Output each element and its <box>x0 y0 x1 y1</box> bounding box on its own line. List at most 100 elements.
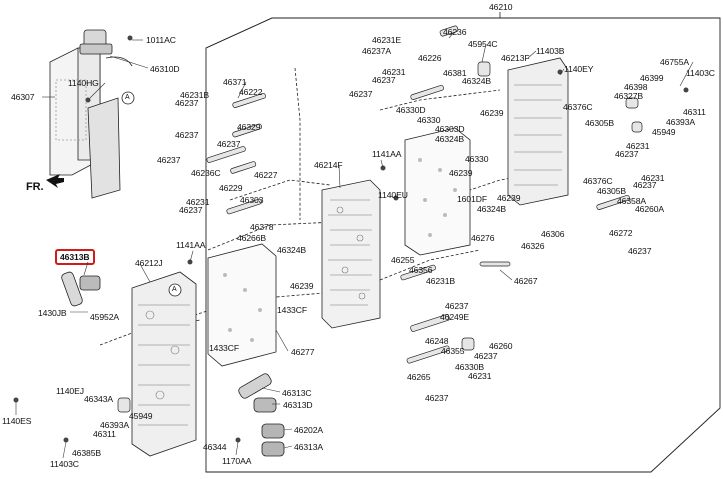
part-label[interactable]: 46237 <box>179 205 203 215</box>
part-label[interactable]: 46231B <box>180 90 210 100</box>
part-label[interactable]: 1011AC <box>146 35 176 45</box>
part-label[interactable]: 46358A <box>617 196 647 206</box>
part-label[interactable]: 46277 <box>291 347 315 357</box>
part-label[interactable]: 1141AA <box>176 240 206 250</box>
part-label[interactable]: 46231B <box>426 276 456 286</box>
part-label[interactable]: 46267 <box>514 276 538 286</box>
part-label[interactable]: 46399 <box>640 73 664 83</box>
part-label[interactable]: 46393A <box>666 117 696 127</box>
part-label[interactable]: 1430JB <box>38 308 67 318</box>
part-label[interactable]: 46313A <box>294 442 324 452</box>
part-label[interactable]: 46237 <box>372 75 396 85</box>
part-label[interactable]: 46237 <box>175 130 199 140</box>
part-label[interactable]: 46229 <box>219 183 243 193</box>
part-label[interactable]: 46313D <box>283 400 313 410</box>
part-label[interactable]: 46381 <box>443 68 467 78</box>
part-label[interactable]: 46303D <box>435 124 465 134</box>
part-label[interactable]: 1140ES <box>2 416 32 426</box>
part-label[interactable]: 1141AA <box>372 149 402 159</box>
part-label[interactable]: 46260 <box>489 341 513 351</box>
part-label[interactable]: 46330 <box>417 115 441 125</box>
part-label[interactable]: 46239 <box>449 168 473 178</box>
part-label[interactable]: 46231 <box>468 371 492 381</box>
part-label[interactable]: 46376C <box>583 176 613 186</box>
part-label[interactable]: 46237 <box>633 180 657 190</box>
part-label[interactable]: 46212J <box>135 258 163 268</box>
part-label[interactable]: 46237A <box>362 46 392 56</box>
part-label[interactable]: 46326 <box>521 241 545 251</box>
part-label[interactable]: 46231E <box>372 35 402 45</box>
part-label[interactable]: 46305B <box>597 186 627 196</box>
part-label[interactable]: 46324B <box>277 245 307 255</box>
part-label[interactable]: 46378 <box>250 222 274 232</box>
part-label[interactable]: 46303 <box>240 195 264 205</box>
part-label[interactable]: 46227 <box>254 170 278 180</box>
part-label[interactable]: 46276 <box>471 233 495 243</box>
part-label[interactable]: 46202A <box>294 425 324 435</box>
part-label[interactable]: 46385B <box>72 448 102 458</box>
part-label[interactable]: 46265 <box>407 372 431 382</box>
part-label[interactable]: 11403B <box>536 46 565 56</box>
part-label[interactable]: 1433CF <box>209 343 239 353</box>
part-label[interactable]: 46324B <box>477 204 507 214</box>
part-label[interactable]: 46371 <box>223 77 247 87</box>
part-label[interactable]: 1140EU <box>378 190 408 200</box>
part-label[interactable]: 45954C <box>468 39 498 49</box>
part-label[interactable]: 46324B <box>435 134 465 144</box>
part-label[interactable]: 46313C <box>282 388 312 398</box>
part-label[interactable]: 46266B <box>237 233 267 243</box>
part-label[interactable]: 1170AA <box>222 456 252 466</box>
part-label[interactable]: 46231 <box>186 197 210 207</box>
part-label[interactable]: 46213F <box>501 53 530 63</box>
part-label[interactable]: 46222 <box>239 87 263 97</box>
part-label[interactable]: 46260A <box>635 204 665 214</box>
part-label[interactable]: 46330 <box>465 154 489 164</box>
part-label[interactable]: 46237 <box>425 393 449 403</box>
part-label[interactable]: 46330D <box>396 105 426 115</box>
part-label[interactable]: 46343A <box>84 394 114 404</box>
part-label[interactable]: 46237 <box>349 89 373 99</box>
part-label[interactable]: 46226 <box>418 53 442 63</box>
part-label[interactable]: 46272 <box>609 228 633 238</box>
part-label[interactable]: 1140EJ <box>56 386 84 396</box>
part-label[interactable]: 46249E <box>440 312 470 322</box>
part-label[interactable]: 46231 <box>382 67 406 77</box>
part-label[interactable]: 46376C <box>563 102 593 112</box>
part-label[interactable]: 46310D <box>150 64 180 74</box>
part-label[interactable]: 46239 <box>480 108 504 118</box>
part-label[interactable]: 46237 <box>615 149 639 159</box>
part-label[interactable]: 46306 <box>541 229 565 239</box>
part-label[interactable]: 1433CF <box>277 305 307 315</box>
part-label[interactable]: 46231 <box>626 141 650 151</box>
part-label[interactable]: 46355 <box>441 346 465 356</box>
part-label[interactable]: 46393A <box>100 420 130 430</box>
part-label[interactable]: 46311 <box>93 429 116 439</box>
part-label[interactable]: 46236 <box>443 27 467 37</box>
part-label[interactable]: 1140EY <box>564 64 594 74</box>
part-label[interactable]: 45949 <box>652 127 676 137</box>
part-label[interactable]: 46329 <box>237 122 261 132</box>
part-label[interactable]: 46237 <box>217 139 241 149</box>
part-label[interactable]: 46356 <box>409 265 433 275</box>
part-label[interactable]: 46237 <box>175 98 199 108</box>
highlighted-part-label[interactable]: 46313B <box>55 249 95 265</box>
part-label[interactable]: 46237 <box>628 246 652 256</box>
part-label[interactable]: 46255 <box>391 255 415 265</box>
part-label[interactable]: 46237 <box>157 155 181 165</box>
part-label[interactable]: 11403C <box>686 68 715 78</box>
part-label[interactable]: 46214F <box>314 160 343 170</box>
part-label[interactable]: 45949 <box>129 411 153 421</box>
part-label[interactable]: 46330B <box>455 362 485 372</box>
part-label[interactable]: 46237 <box>445 301 469 311</box>
part-label[interactable]: 46248 <box>425 336 449 346</box>
part-label[interactable]: 46311 <box>683 107 706 117</box>
part-label[interactable]: 46239 <box>497 193 521 203</box>
part-label[interactable]: 1601DF <box>457 194 487 204</box>
part-label[interactable]: 46324B <box>462 76 492 86</box>
part-label[interactable]: 46307 <box>11 92 35 102</box>
part-label[interactable]: 1140HG <box>68 78 99 88</box>
part-label[interactable]: 46231 <box>641 173 665 183</box>
part-label[interactable]: 46327B <box>614 91 644 101</box>
part-label[interactable]: 46398 <box>624 82 648 92</box>
part-label[interactable]: 46239 <box>290 281 314 291</box>
